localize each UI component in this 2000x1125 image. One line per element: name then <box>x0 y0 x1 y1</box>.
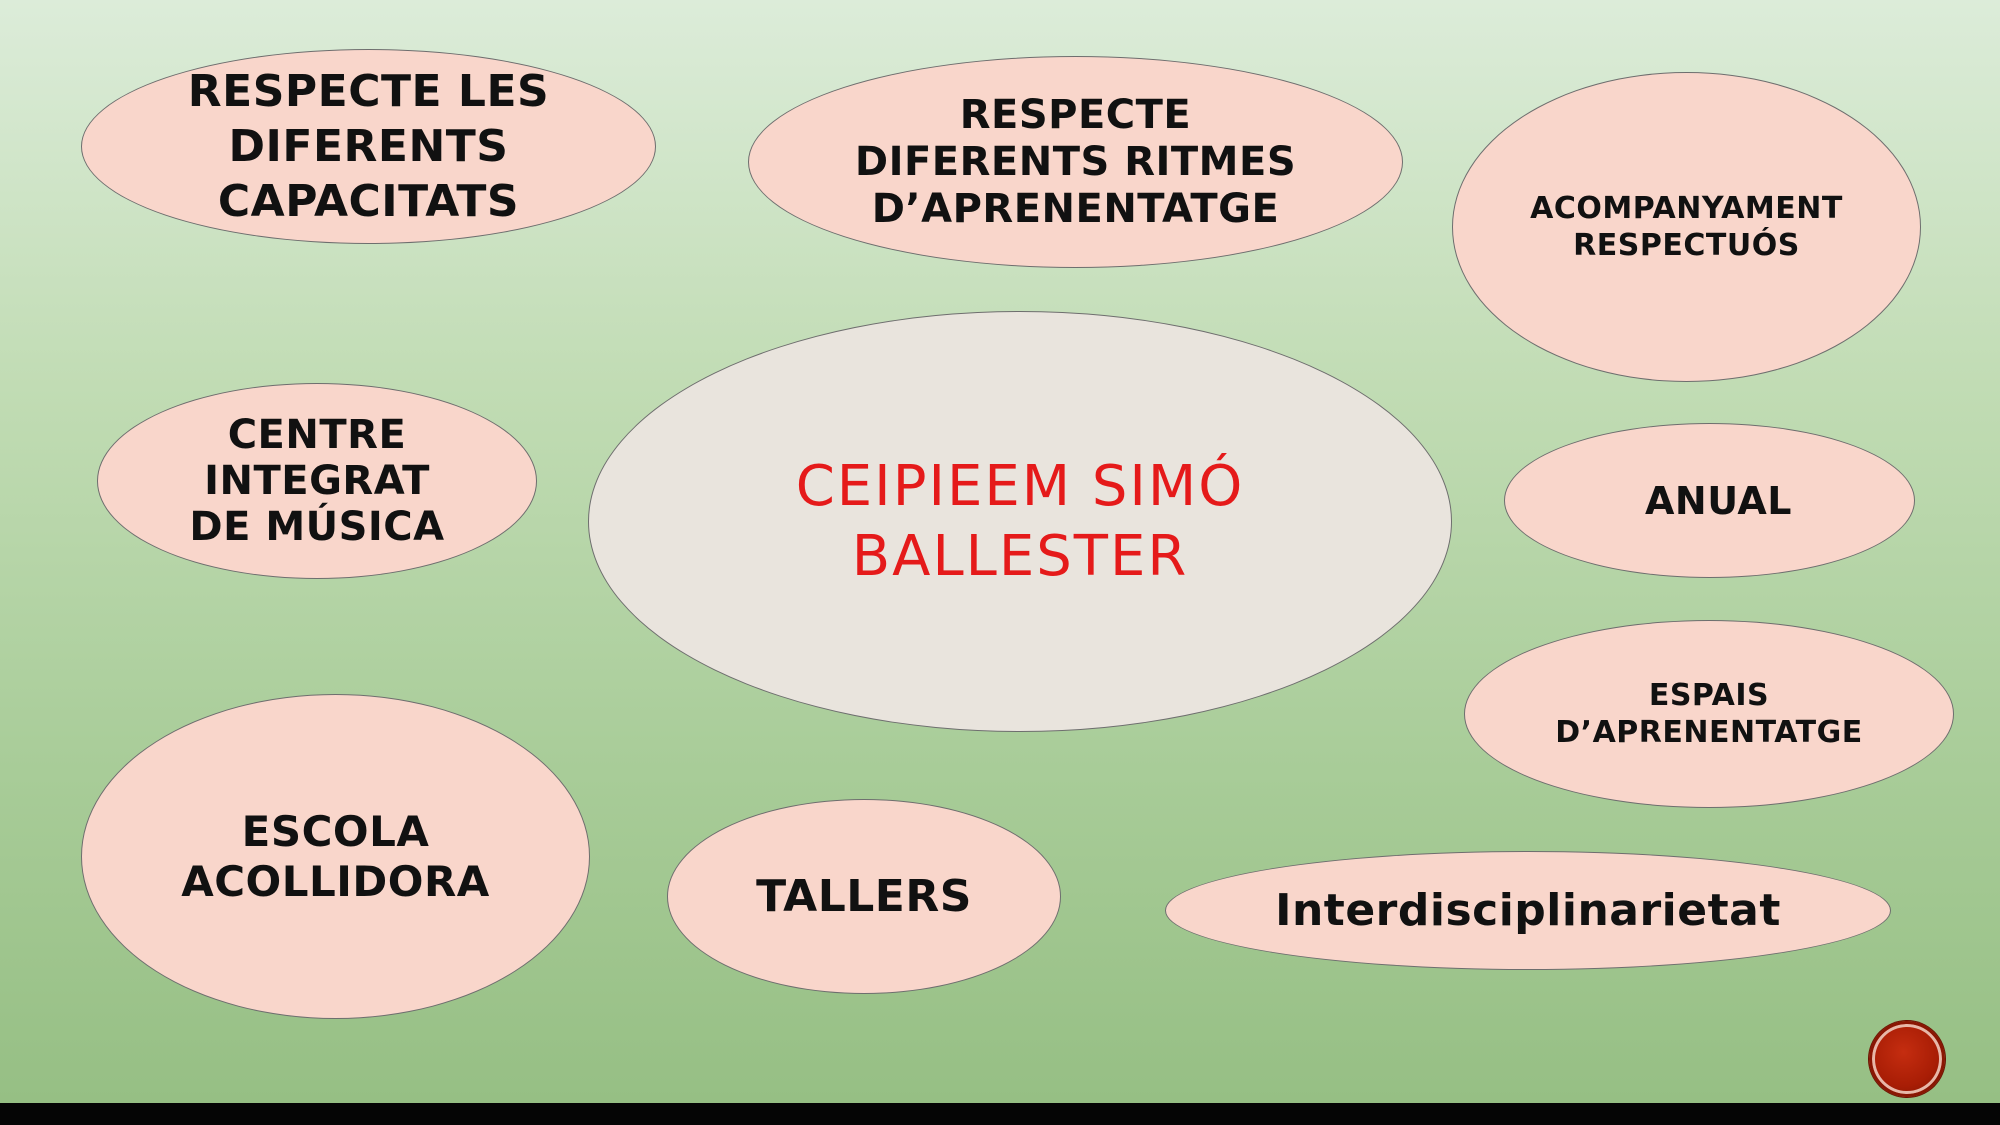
bubble-respecte-capacitats: RESPECTE LES DIFERENTS CAPACITATS <box>81 49 656 244</box>
bubble-label: Interdisciplinarietat <box>1275 884 1781 936</box>
bottom-bar <box>0 1103 2000 1125</box>
bubble-acompanyament: ACOMPANYAMENT RESPECTUÓS <box>1452 72 1921 382</box>
bubble-espais: ESPAIS D’APRENENTATGE <box>1464 620 1954 808</box>
bubble-label: RESPECTE LES DIFERENTS CAPACITATS <box>187 66 550 227</box>
bubble-label: ESCOLA ACOLLIDORA <box>181 806 490 906</box>
center-label: CEIPIEEM SIMÓ BALLESTER <box>795 453 1245 589</box>
bubble-respecte-ritmes: RESPECTE DIFERENTS RITMES D’APRENENTATGE <box>748 56 1403 268</box>
bubble-label: TALLERS <box>756 870 972 922</box>
center-bubble: CEIPIEEM SIMÓ BALLESTER <box>588 311 1452 732</box>
bubble-label: CENTRE INTEGRAT DE MÚSICA <box>189 412 445 550</box>
bubble-centre-musica: CENTRE INTEGRAT DE MÚSICA <box>97 383 537 579</box>
circle-button-icon[interactable] <box>1869 1021 1945 1097</box>
bubble-label: ACOMPANYAMENT RESPECTUÓS <box>1530 191 1843 263</box>
bubble-escola-acollidora: ESCOLA ACOLLIDORA <box>81 694 590 1019</box>
bubble-label: RESPECTE DIFERENTS RITMES D’APRENENTATGE <box>854 91 1297 232</box>
bubble-tallers: TALLERS <box>667 799 1061 994</box>
bubble-label: ESPAIS D’APRENENTATGE <box>1555 678 1863 750</box>
bubble-interdisciplinarietat: Interdisciplinarietat <box>1165 851 1891 970</box>
bubble-anual: ANUAL <box>1504 423 1915 578</box>
bubble-label: ANUAL <box>1644 478 1793 523</box>
